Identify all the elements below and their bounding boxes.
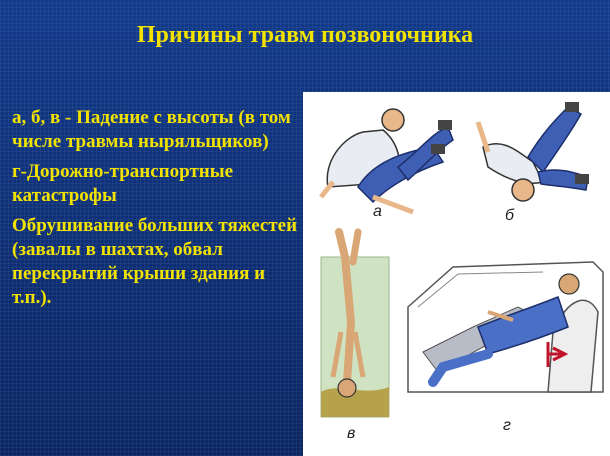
slide-title: Причины травм позвоночника <box>136 22 474 48</box>
label-v: в <box>347 425 355 442</box>
cause-item-traffic: г-Дорожно-транспортные катастрофы <box>12 161 233 206</box>
cause-item-falls: а, б, в - Падение с высоты (в том числе … <box>12 107 291 152</box>
injury-figure-svg: а б в <box>319 102 604 442</box>
figure-car-accident <box>407 261 604 393</box>
cause-item-collapse: Обрушивание больших тяжестей (завалы в ш… <box>12 215 298 308</box>
figure-fall-back <box>319 108 454 215</box>
figure-fall-head <box>475 102 589 202</box>
figure-diver <box>320 228 390 418</box>
cause-list: а, б, в - Падение с высоты (в том числе … <box>12 106 302 316</box>
injury-illustration: а б в <box>303 92 610 456</box>
label-g: г <box>503 417 511 434</box>
label-a: а <box>373 203 382 220</box>
label-b: б <box>505 207 515 224</box>
